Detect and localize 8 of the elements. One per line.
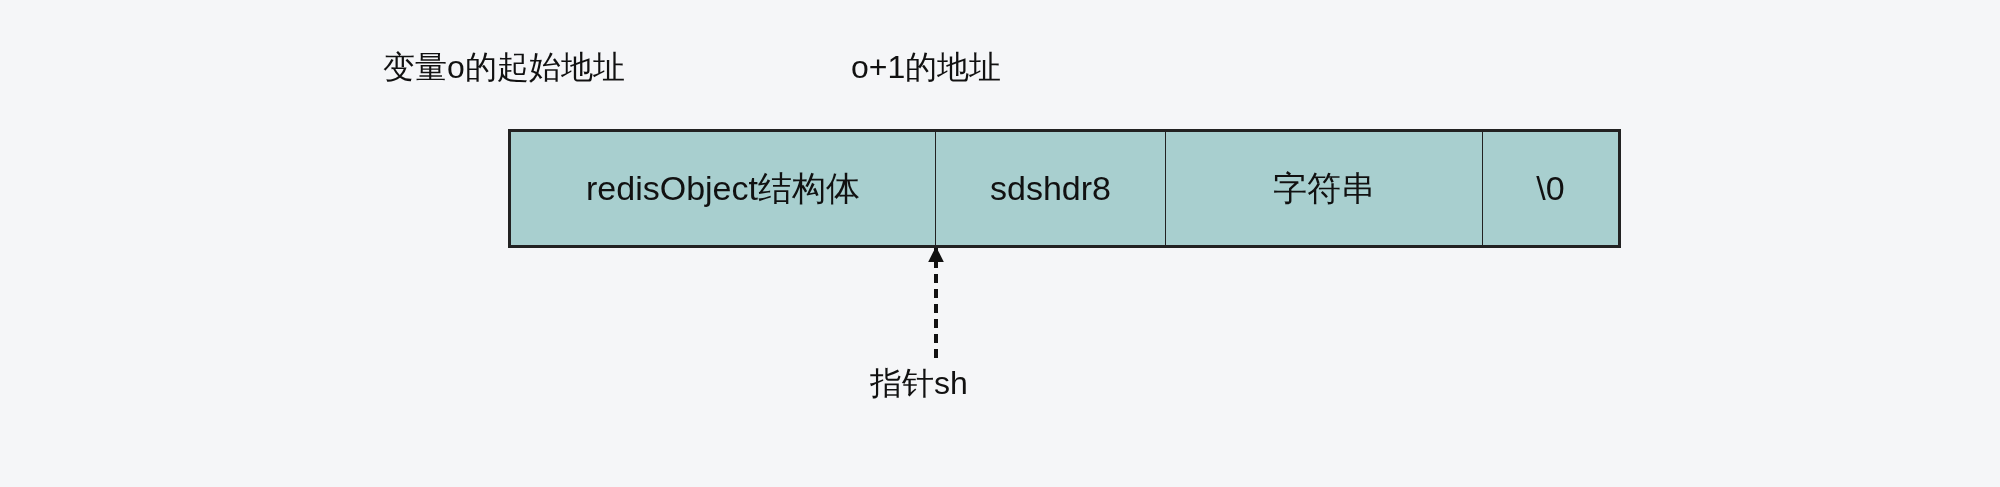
header-cell: sdshdr8 bbox=[936, 129, 1168, 248]
address-label: 变量o的起始地址 bbox=[383, 48, 625, 87]
address-label: o+1的地址 bbox=[851, 48, 1002, 87]
struct-cell: redisObject结构体 bbox=[508, 129, 938, 248]
string-cell: 字符串 bbox=[1166, 129, 1485, 248]
terminator-cell: \0 bbox=[1483, 129, 1621, 248]
pointer-arrow bbox=[928, 246, 944, 358]
pointer-label: 指针sh bbox=[870, 362, 968, 406]
